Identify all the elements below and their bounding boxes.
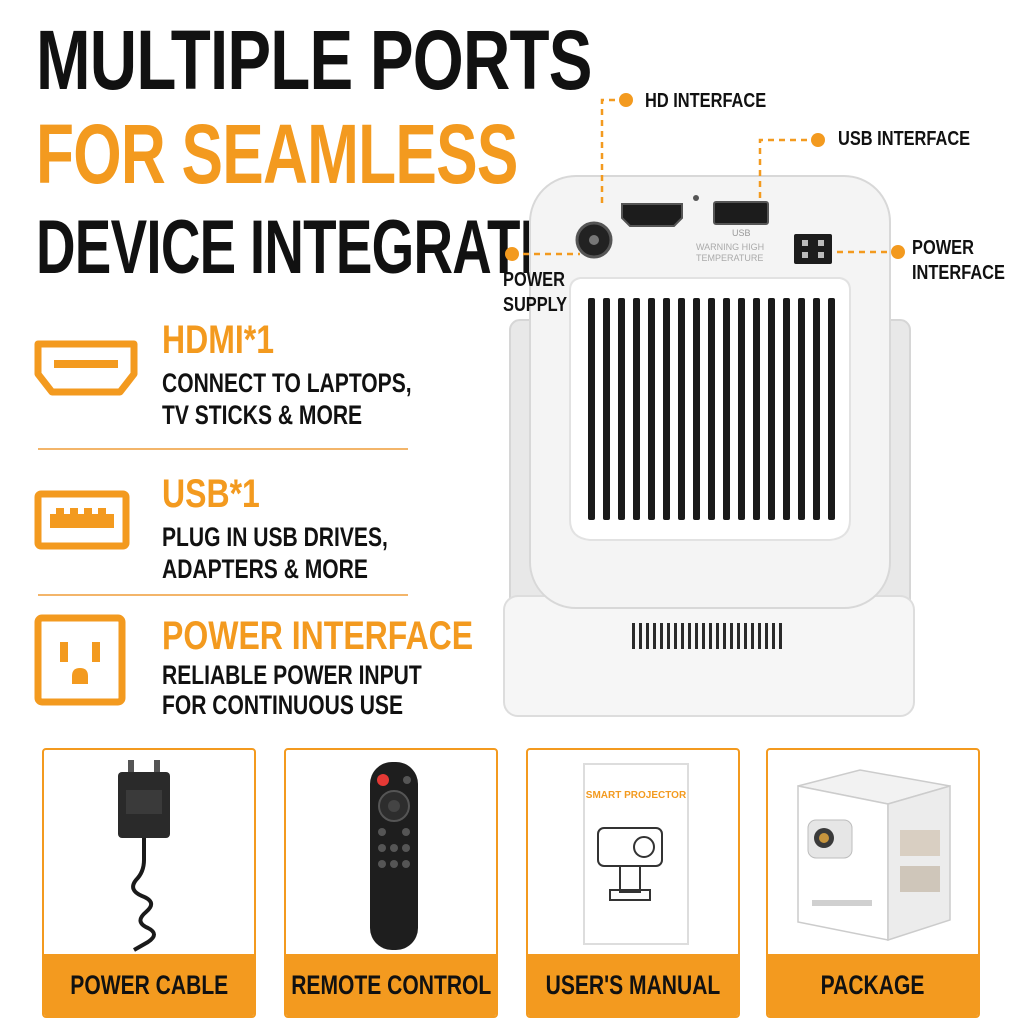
accessory-card-users-manual: SMART PROJECTOR USER'S MANUAL	[526, 748, 740, 1018]
base-vent-slot	[758, 623, 761, 649]
base-vent-slot	[632, 623, 635, 649]
power-outlet-icon	[34, 614, 126, 706]
base-vent-slot	[646, 623, 649, 649]
power-adapter-image	[118, 760, 170, 952]
feature-desc-line-2: FOR CONTINUOUS USE	[162, 690, 404, 720]
projector-rear-view: USB WARNING HIGH TEMPERATURE	[503, 175, 915, 717]
callout-power-supply-line-2: SUPPLY	[503, 294, 568, 316]
package-box-image	[797, 769, 951, 942]
vent-slot	[603, 298, 610, 520]
feature-title: USB*1	[162, 472, 260, 516]
base-vent-slot	[723, 623, 726, 649]
callout-power-supply-line-1: POWER	[503, 269, 565, 291]
feature-power: POWER INTERFACE RELIABLE POWER INPUT FOR…	[34, 614, 473, 734]
base-vent-slot	[674, 623, 677, 649]
warning-text-line-1: WARNING HIGH	[696, 242, 764, 252]
vent-slot	[648, 298, 655, 520]
accessory-label-bar: USER'S MANUAL	[528, 954, 738, 1016]
feature-desc-line-1: CONNECT TO LAPTOPS,	[162, 368, 412, 398]
base-vent-slot	[660, 623, 663, 649]
hdmi-port	[621, 203, 683, 227]
base-vent-slot	[730, 623, 733, 649]
accessory-label-bar: REMOTE CONTROL	[286, 954, 496, 1016]
vent-slot	[618, 298, 625, 520]
base-vent-slot	[702, 623, 705, 649]
callout-dot	[505, 247, 519, 261]
base-vent-slot	[667, 623, 670, 649]
base-vent-slot	[744, 623, 747, 649]
base-vent-slot	[765, 623, 768, 649]
base-vent-slot	[639, 623, 642, 649]
accessory-label: PACKAGE	[821, 969, 925, 1000]
vent-slot	[768, 298, 775, 520]
vent-slot	[693, 298, 700, 520]
usb-port-icon	[34, 490, 130, 550]
vent-slot	[723, 298, 730, 520]
headline-line-3: DEVICE INTEGRATION	[36, 205, 616, 290]
accessory-label: REMOTE CONTROL	[290, 969, 492, 1000]
feature-desc-line-1: PLUG IN USB DRIVES,	[162, 522, 388, 552]
vent-slot	[663, 298, 670, 520]
vent-slot	[708, 298, 715, 520]
base-vent-slot	[779, 623, 782, 649]
callout-usb-interface: USB INTERFACE	[838, 128, 971, 150]
manual-cover-text: SMART PROJECTOR	[586, 790, 687, 801]
callout-power-interface-line-2: INTERFACE	[912, 262, 1005, 284]
vent-slot	[813, 298, 820, 520]
callout-hd-interface: HD INTERFACE	[645, 90, 767, 112]
user-manual-image: SMART PROJECTOR	[583, 763, 689, 945]
vent-slot	[588, 298, 595, 520]
accessory-card-package: PACKAGE	[766, 748, 980, 1018]
feature-hdmi: HDMI*1 CONNECT TO LAPTOPS, TV STICKS & M…	[34, 318, 414, 438]
accessory-card-remote-control: REMOTE CONTROL	[284, 748, 498, 1018]
accessory-card-power-cable: POWER CABLE	[42, 748, 256, 1018]
callout-lines	[505, 93, 905, 261]
remote-control-image	[370, 762, 418, 950]
base-vent-slot	[695, 623, 698, 649]
divider	[38, 448, 408, 450]
accessory-label-bar: POWER CABLE	[44, 954, 254, 1016]
warning-text-line-2: TEMPERATURE	[696, 253, 763, 263]
callout-power-interface-line-1: POWER	[912, 237, 974, 259]
headline-line-2: FOR SEAMLESS	[36, 107, 518, 201]
usb-port	[713, 201, 769, 225]
vent-slot	[738, 298, 745, 520]
feature-title: POWER INTERFACE	[162, 614, 474, 658]
callout-dot	[619, 93, 633, 107]
base-vent	[632, 623, 782, 649]
vent-slot	[633, 298, 640, 520]
vent-slot	[753, 298, 760, 520]
feature-usb: USB*1 PLUG IN USB DRIVES, ADAPTERS & MOR…	[34, 472, 414, 592]
vent-slot	[828, 298, 835, 520]
vent-slot	[678, 298, 685, 520]
base-vent-slot	[681, 623, 684, 649]
feature-desc-line-2: ADAPTERS & MORE	[162, 554, 368, 584]
accessory-label: USER'S MANUAL	[545, 969, 721, 1000]
divider	[38, 594, 408, 596]
base-vent-slot	[751, 623, 754, 649]
accessory-label-bar: PACKAGE	[768, 954, 978, 1016]
base-vent-slot	[716, 623, 719, 649]
hdmi-port-icon	[34, 340, 138, 396]
indicator-led	[693, 195, 699, 201]
base-vent-slot	[688, 623, 691, 649]
main-vent	[588, 298, 835, 520]
headline-line-1: MULTIPLE PORTS	[36, 13, 592, 107]
feature-desc-line-1: RELIABLE POWER INPUT	[162, 660, 422, 690]
base-vent-slot	[709, 623, 712, 649]
accessory-label: POWER CABLE	[70, 969, 228, 1000]
vent-slot	[783, 298, 790, 520]
jack-pin	[589, 235, 599, 245]
base-vent-slot	[772, 623, 775, 649]
callout-dot	[811, 133, 825, 147]
base-vent-slot	[653, 623, 656, 649]
feature-title: HDMI*1	[162, 318, 275, 362]
base-vent-slot	[737, 623, 740, 649]
usb-port-label: USB	[732, 228, 751, 238]
vent-slot	[798, 298, 805, 520]
callout-dot	[891, 245, 905, 259]
feature-desc-line-2: TV STICKS & MORE	[162, 400, 363, 430]
